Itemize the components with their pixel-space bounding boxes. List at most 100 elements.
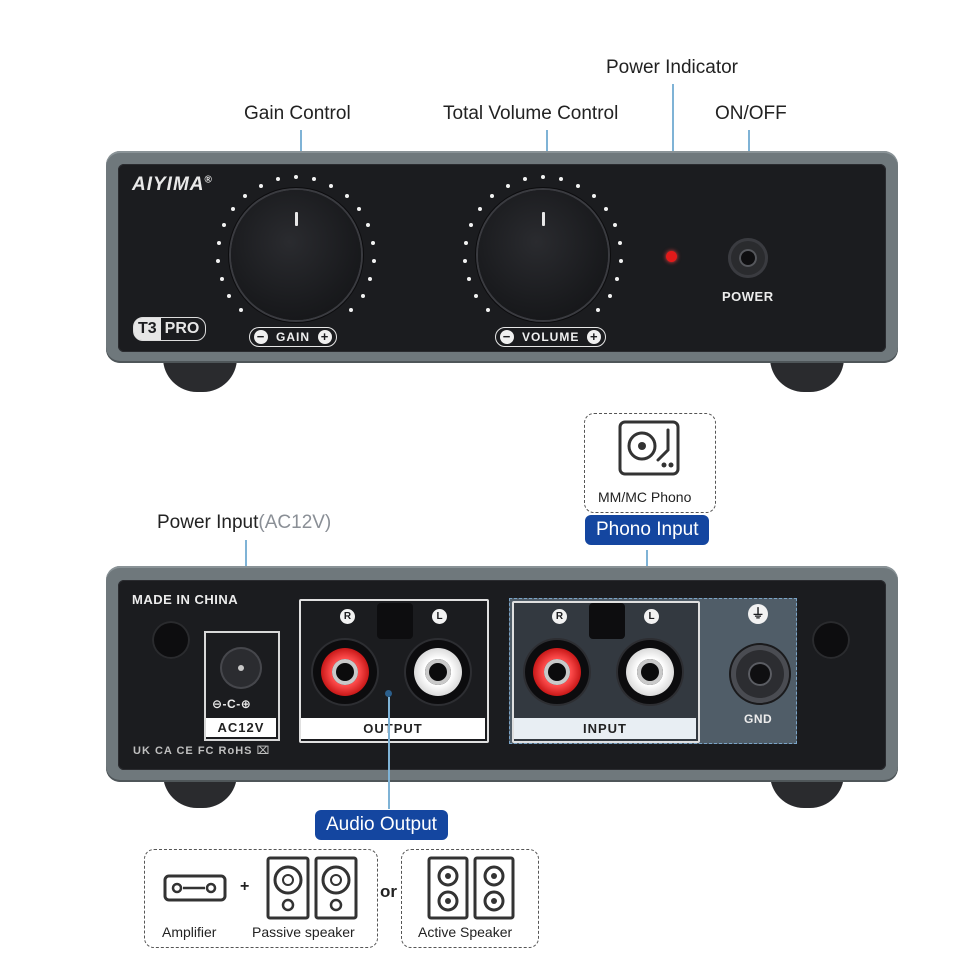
phono-device-label: MM/MC Phono (598, 489, 692, 505)
scale-dot (576, 183, 581, 188)
plus-icon: + (587, 330, 602, 344)
scale-dot (474, 293, 479, 298)
gain-knob[interactable] (231, 190, 361, 320)
scale-dot (221, 223, 226, 228)
scale-dot (604, 207, 609, 212)
scale-dot (618, 259, 623, 264)
scale-dot (463, 240, 468, 245)
rear-left-screw-hole (152, 621, 190, 659)
ground-terminal[interactable] (731, 645, 789, 703)
scale-dot (275, 177, 280, 182)
ground-icon: ⏚ (748, 604, 768, 624)
scale-dot (596, 308, 601, 313)
scale-dot (216, 259, 221, 264)
brand-logo: AIYIMA® (132, 174, 213, 195)
scale-dot (559, 177, 564, 182)
power-indicator-led (666, 251, 677, 262)
scale-dot (505, 183, 510, 188)
scale-dot (463, 259, 468, 264)
output-r-rca-jack[interactable] (313, 640, 377, 704)
input-r-rca-jack[interactable] (525, 640, 589, 704)
audio-output-tag: Audio Output (315, 810, 448, 840)
scale-dot (490, 193, 495, 198)
scale-dot (466, 277, 471, 282)
ground-label: GND (744, 712, 773, 726)
power-switch-label: POWER (722, 289, 774, 304)
output-l-rca-jack[interactable] (406, 640, 470, 704)
phono-input-tag: Phono Input (585, 515, 710, 545)
volume-control-callout: Total Volume Control (443, 103, 619, 124)
dc-power-jack[interactable] (220, 647, 262, 689)
scale-dot (329, 183, 334, 188)
scale-dot (468, 223, 473, 228)
passive-speaker-icon (266, 856, 358, 920)
volume-knob-indicator (541, 212, 545, 226)
plus-icon: + (318, 330, 332, 344)
scale-dot (344, 193, 349, 198)
output-screw-hole (377, 603, 413, 639)
scale-dot (371, 240, 376, 245)
scale-dot (615, 277, 620, 282)
plus-sign: + (240, 878, 250, 895)
volume-knob[interactable] (478, 190, 608, 320)
active-speaker-label: Active Speaker (418, 924, 513, 940)
input-label: INPUT (514, 718, 696, 739)
gain-knob-indicator (294, 212, 298, 226)
turntable-icon (618, 420, 680, 476)
scale-dot (238, 308, 243, 313)
scale-dot (227, 293, 232, 298)
input-screw-hole (589, 603, 625, 639)
scale-dot (294, 175, 298, 179)
scale-dot (216, 240, 221, 245)
scale-dot (366, 223, 371, 228)
scale-dot (219, 277, 224, 282)
scale-dot (368, 277, 373, 282)
scale-dot (312, 177, 317, 182)
input-l-rca-jack[interactable] (618, 640, 682, 704)
scale-dot (541, 175, 545, 179)
dc-polarity-symbol: ⊖-C-⊕ (212, 697, 252, 711)
active-speaker-icon (427, 856, 515, 920)
rear-right-screw-hole (812, 621, 850, 659)
scale-dot (243, 193, 248, 198)
scale-dot (230, 207, 235, 212)
output-leader-dot (385, 690, 392, 697)
amplifier-icon (163, 874, 227, 902)
output-jack-block (299, 599, 489, 743)
scale-dot (591, 193, 596, 198)
power-indicator-callout: Power Indicator (606, 57, 739, 78)
certification-marks: UK CA CE FC RoHS ⌧ (133, 745, 271, 757)
amplifier-label: Amplifier (162, 924, 217, 940)
phono-device-box (584, 413, 716, 513)
input-r-marker: R (552, 609, 567, 624)
output-label: OUTPUT (301, 718, 485, 739)
volume-label-badge: − VOLUME + (495, 327, 607, 347)
scale-dot (371, 259, 376, 264)
gain-control-callout: Gain Control (244, 103, 351, 124)
output-l-marker: L (432, 609, 447, 624)
output-r-marker: R (340, 609, 355, 624)
made-in-china-label: MADE IN CHINA (132, 592, 239, 607)
power-input-callout: Power Input(AC12V) (157, 512, 332, 533)
scale-dot (522, 177, 527, 182)
scale-dot (360, 293, 365, 298)
minus-icon: − (254, 330, 268, 344)
active-speaker-box (401, 849, 539, 948)
scale-dot (618, 240, 623, 245)
scale-dot (477, 207, 482, 212)
on-off-callout: ON/OFF (715, 103, 787, 124)
power-switch[interactable] (728, 238, 768, 278)
or-separator: or (380, 882, 397, 901)
scale-dot (613, 223, 618, 228)
dc-voltage-label: AC12V (206, 718, 276, 737)
input-l-marker: L (644, 609, 659, 624)
audio-output-leader-line (388, 697, 390, 809)
gain-label-badge: − GAIN + (249, 327, 337, 347)
minus-icon: − (500, 330, 514, 344)
passive-speaker-label: Passive speaker (252, 924, 355, 940)
dc-input-frame (204, 631, 280, 741)
scale-dot (258, 183, 263, 188)
scale-dot (357, 207, 362, 212)
scale-dot (349, 308, 354, 313)
